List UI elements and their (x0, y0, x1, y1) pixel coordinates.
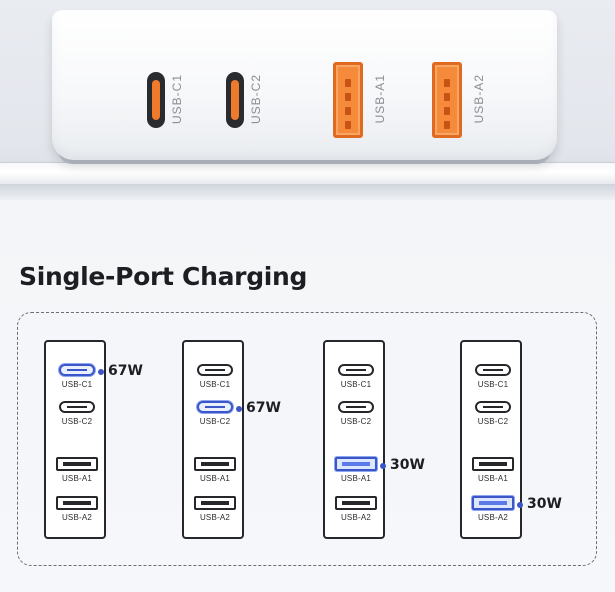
port-wattage-label: 30W (390, 457, 425, 473)
usb-a2-slot-label: USB-A2 (340, 513, 372, 522)
usb-a1-port-icon (56, 457, 98, 471)
usb-c1-slot-label: USB-C1 (61, 380, 93, 389)
usb-c2-port-icon (475, 401, 511, 413)
usb-c2-port-icon (59, 401, 95, 413)
active-port-indicator-dot (517, 502, 523, 508)
usb-c1-port-icon (475, 364, 511, 376)
port-wattage-label: 67W (108, 363, 143, 379)
usb-a2-port-icon (472, 496, 514, 510)
usb-a1-port-icon (472, 457, 514, 471)
usb-c1-port-icon (59, 364, 95, 376)
shelf-shadow (0, 184, 615, 200)
usb-a2-slot-label: USB-A2 (477, 513, 509, 522)
usb-a1-slot-label: USB-A1 (477, 474, 509, 483)
usb-c1-port-icon (197, 364, 233, 376)
port-wattage-label: 67W (246, 400, 281, 416)
charger-body: USB-C1 USB-C2 USB-A1 USB-A2 (52, 10, 557, 160)
active-port-indicator-dot (236, 406, 242, 412)
usb-c2-port-icon (197, 401, 233, 413)
usb-c1-port (147, 72, 165, 128)
active-port-indicator-dot (98, 369, 104, 375)
usb-c1-slot-label: USB-C1 (199, 380, 231, 389)
usb-a2-slot-label: USB-A2 (61, 513, 93, 522)
usb-c2-slot-label: USB-C2 (477, 417, 509, 426)
usb-a1-port (333, 62, 363, 138)
usb-a1-slot-label: USB-A1 (340, 474, 372, 483)
usb-a2-slot-label: USB-A2 (199, 513, 231, 522)
shelf-edge (0, 162, 615, 184)
usb-c1-port-label: USB-C1 (170, 74, 184, 125)
usb-a1-slot-label: USB-A1 (199, 474, 231, 483)
usb-c2-slot-label: USB-C2 (199, 417, 231, 426)
usb-a1-slot-label: USB-A1 (61, 474, 93, 483)
section-title: Single-Port Charging (19, 262, 308, 291)
port-wattage-label: 30W (527, 496, 562, 512)
usb-c1-slot-label: USB-C1 (340, 380, 372, 389)
usb-a1-port-icon (335, 457, 377, 471)
usb-a2-port-icon (56, 496, 98, 510)
usb-a2-port (432, 62, 462, 138)
usb-a2-port-icon (335, 496, 377, 510)
usb-a2-port-icon (194, 496, 236, 510)
usb-a1-port-icon (194, 457, 236, 471)
usb-c2-slot-label: USB-C2 (340, 417, 372, 426)
active-port-indicator-dot (380, 463, 386, 469)
diagram-frame (17, 312, 597, 566)
usb-c1-slot-label: USB-C1 (477, 380, 509, 389)
usb-c2-slot-label: USB-C2 (61, 417, 93, 426)
usb-c1-port-icon (338, 364, 374, 376)
product-photo: USB-C1 USB-C2 USB-A1 USB-A2 (0, 0, 615, 200)
usb-a2-port-label: USB-A2 (472, 74, 486, 124)
usb-c2-port (226, 72, 244, 128)
usb-a1-port-label: USB-A1 (373, 74, 387, 124)
usb-c2-port-label: USB-C2 (249, 74, 263, 125)
usb-c2-port-icon (338, 401, 374, 413)
